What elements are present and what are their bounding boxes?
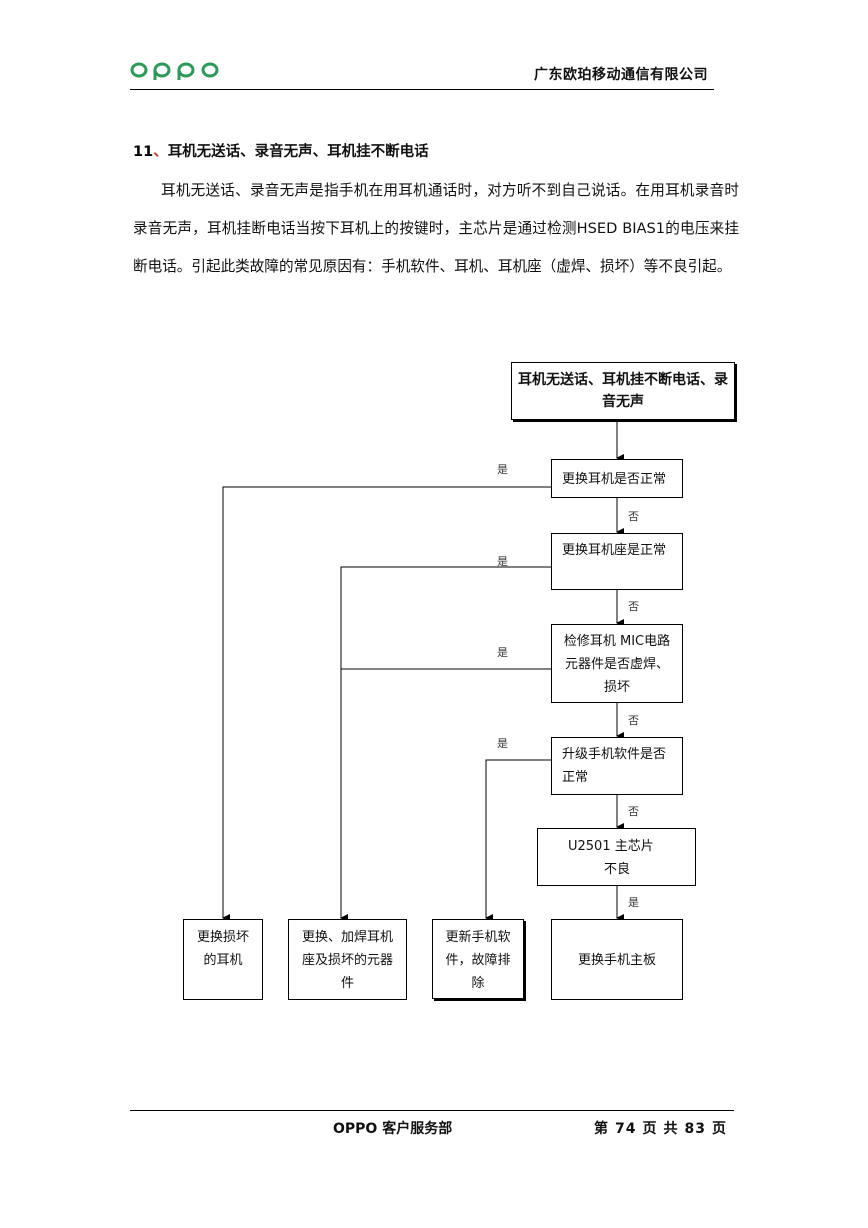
company-name: 广东欧珀移动通信有限公司 bbox=[534, 67, 708, 83]
flow-step5-line2: 不良 bbox=[604, 862, 631, 877]
flow-step5-line1: U2501 主芯片 bbox=[568, 839, 654, 854]
arrow-step2-end2 bbox=[340, 566, 551, 922]
flow-step4-box: 升级手机软件是否正常 bbox=[551, 737, 683, 795]
flow-end4-text: 更换手机主板 bbox=[577, 953, 656, 968]
flow-start-text: 耳机无送话、耳机挂不断电话、录音无声 bbox=[518, 372, 728, 410]
oppo-logo bbox=[130, 62, 219, 80]
flow-step5-box: U2501 主芯片 不良 bbox=[537, 828, 696, 886]
page-suffix: 页 bbox=[711, 1121, 727, 1137]
no-label-4: 否 bbox=[628, 805, 639, 818]
flow-end2-text: 更换、加焊耳机座及损坏的元器件 bbox=[301, 930, 393, 991]
no-label-3: 否 bbox=[628, 714, 639, 727]
page-prefix: 第 bbox=[594, 1121, 609, 1137]
flow-step3-text: 检修耳机 MIC电路元器件是否虚焊、损坏 bbox=[563, 634, 671, 695]
flow-start-box: 耳机无送话、耳机挂不断电话、录音无声 bbox=[511, 362, 735, 420]
flow-end3-box: 更新手机软件，故障排除 bbox=[432, 919, 524, 999]
section-number: 11 bbox=[133, 144, 154, 160]
section-paragraph: 耳机无送话、录音无声是指手机在用耳机通话时，对方听不到自己说话。在用耳机录音时录… bbox=[133, 182, 739, 275]
yes-label-3: 是 bbox=[497, 646, 508, 659]
page-current: 74 bbox=[615, 1121, 637, 1137]
flow-step1-text: 更换耳机是否正常 bbox=[562, 472, 667, 487]
flow-step2-text: 更换耳机座是正常 bbox=[562, 543, 667, 558]
no-label-2: 否 bbox=[628, 600, 639, 613]
flow-end4-box: 更换手机主板 bbox=[551, 919, 683, 1000]
section-title: 耳机无送话、录音无声、耳机挂不断电话 bbox=[167, 144, 429, 160]
page-mid1: 页 bbox=[642, 1121, 658, 1137]
footer-divider bbox=[130, 1110, 734, 1111]
header-divider bbox=[130, 89, 714, 90]
flow-step2-box: 更换耳机座是正常 bbox=[551, 533, 683, 590]
flow-step3-box: 检修耳机 MIC电路元器件是否虚焊、损坏 bbox=[551, 624, 683, 703]
section-separator: 、 bbox=[153, 144, 168, 160]
footer-department: OPPO 客户服务部 bbox=[333, 1121, 453, 1137]
yes-label-1: 是 bbox=[497, 463, 508, 476]
yes-label-2: 是 bbox=[497, 555, 508, 568]
page-mid2: 共 bbox=[663, 1121, 679, 1137]
arrow-step1-end1 bbox=[222, 486, 551, 922]
flow-step1-box: 更换耳机是否正常 bbox=[551, 459, 683, 498]
no-label-1: 否 bbox=[628, 510, 639, 523]
flow-end2-box: 更换、加焊耳机座及损坏的元器件 bbox=[288, 919, 407, 1000]
yes-label-5: 是 bbox=[628, 896, 639, 909]
page-total: 83 bbox=[684, 1121, 706, 1137]
flow-end1-text: 更换损坏的耳机 bbox=[196, 930, 249, 968]
yes-label-4: 是 bbox=[497, 737, 508, 750]
flow-step4-text: 升级手机软件是否正常 bbox=[562, 747, 667, 785]
section-heading: 11、耳机无送话、录音无声、耳机挂不断电话 bbox=[133, 140, 429, 161]
arrow-step4-end3 bbox=[485, 759, 551, 922]
flow-end1-box: 更换损坏的耳机 bbox=[183, 919, 263, 1000]
flow-end3-text: 更新手机软件，故障排除 bbox=[445, 930, 511, 991]
